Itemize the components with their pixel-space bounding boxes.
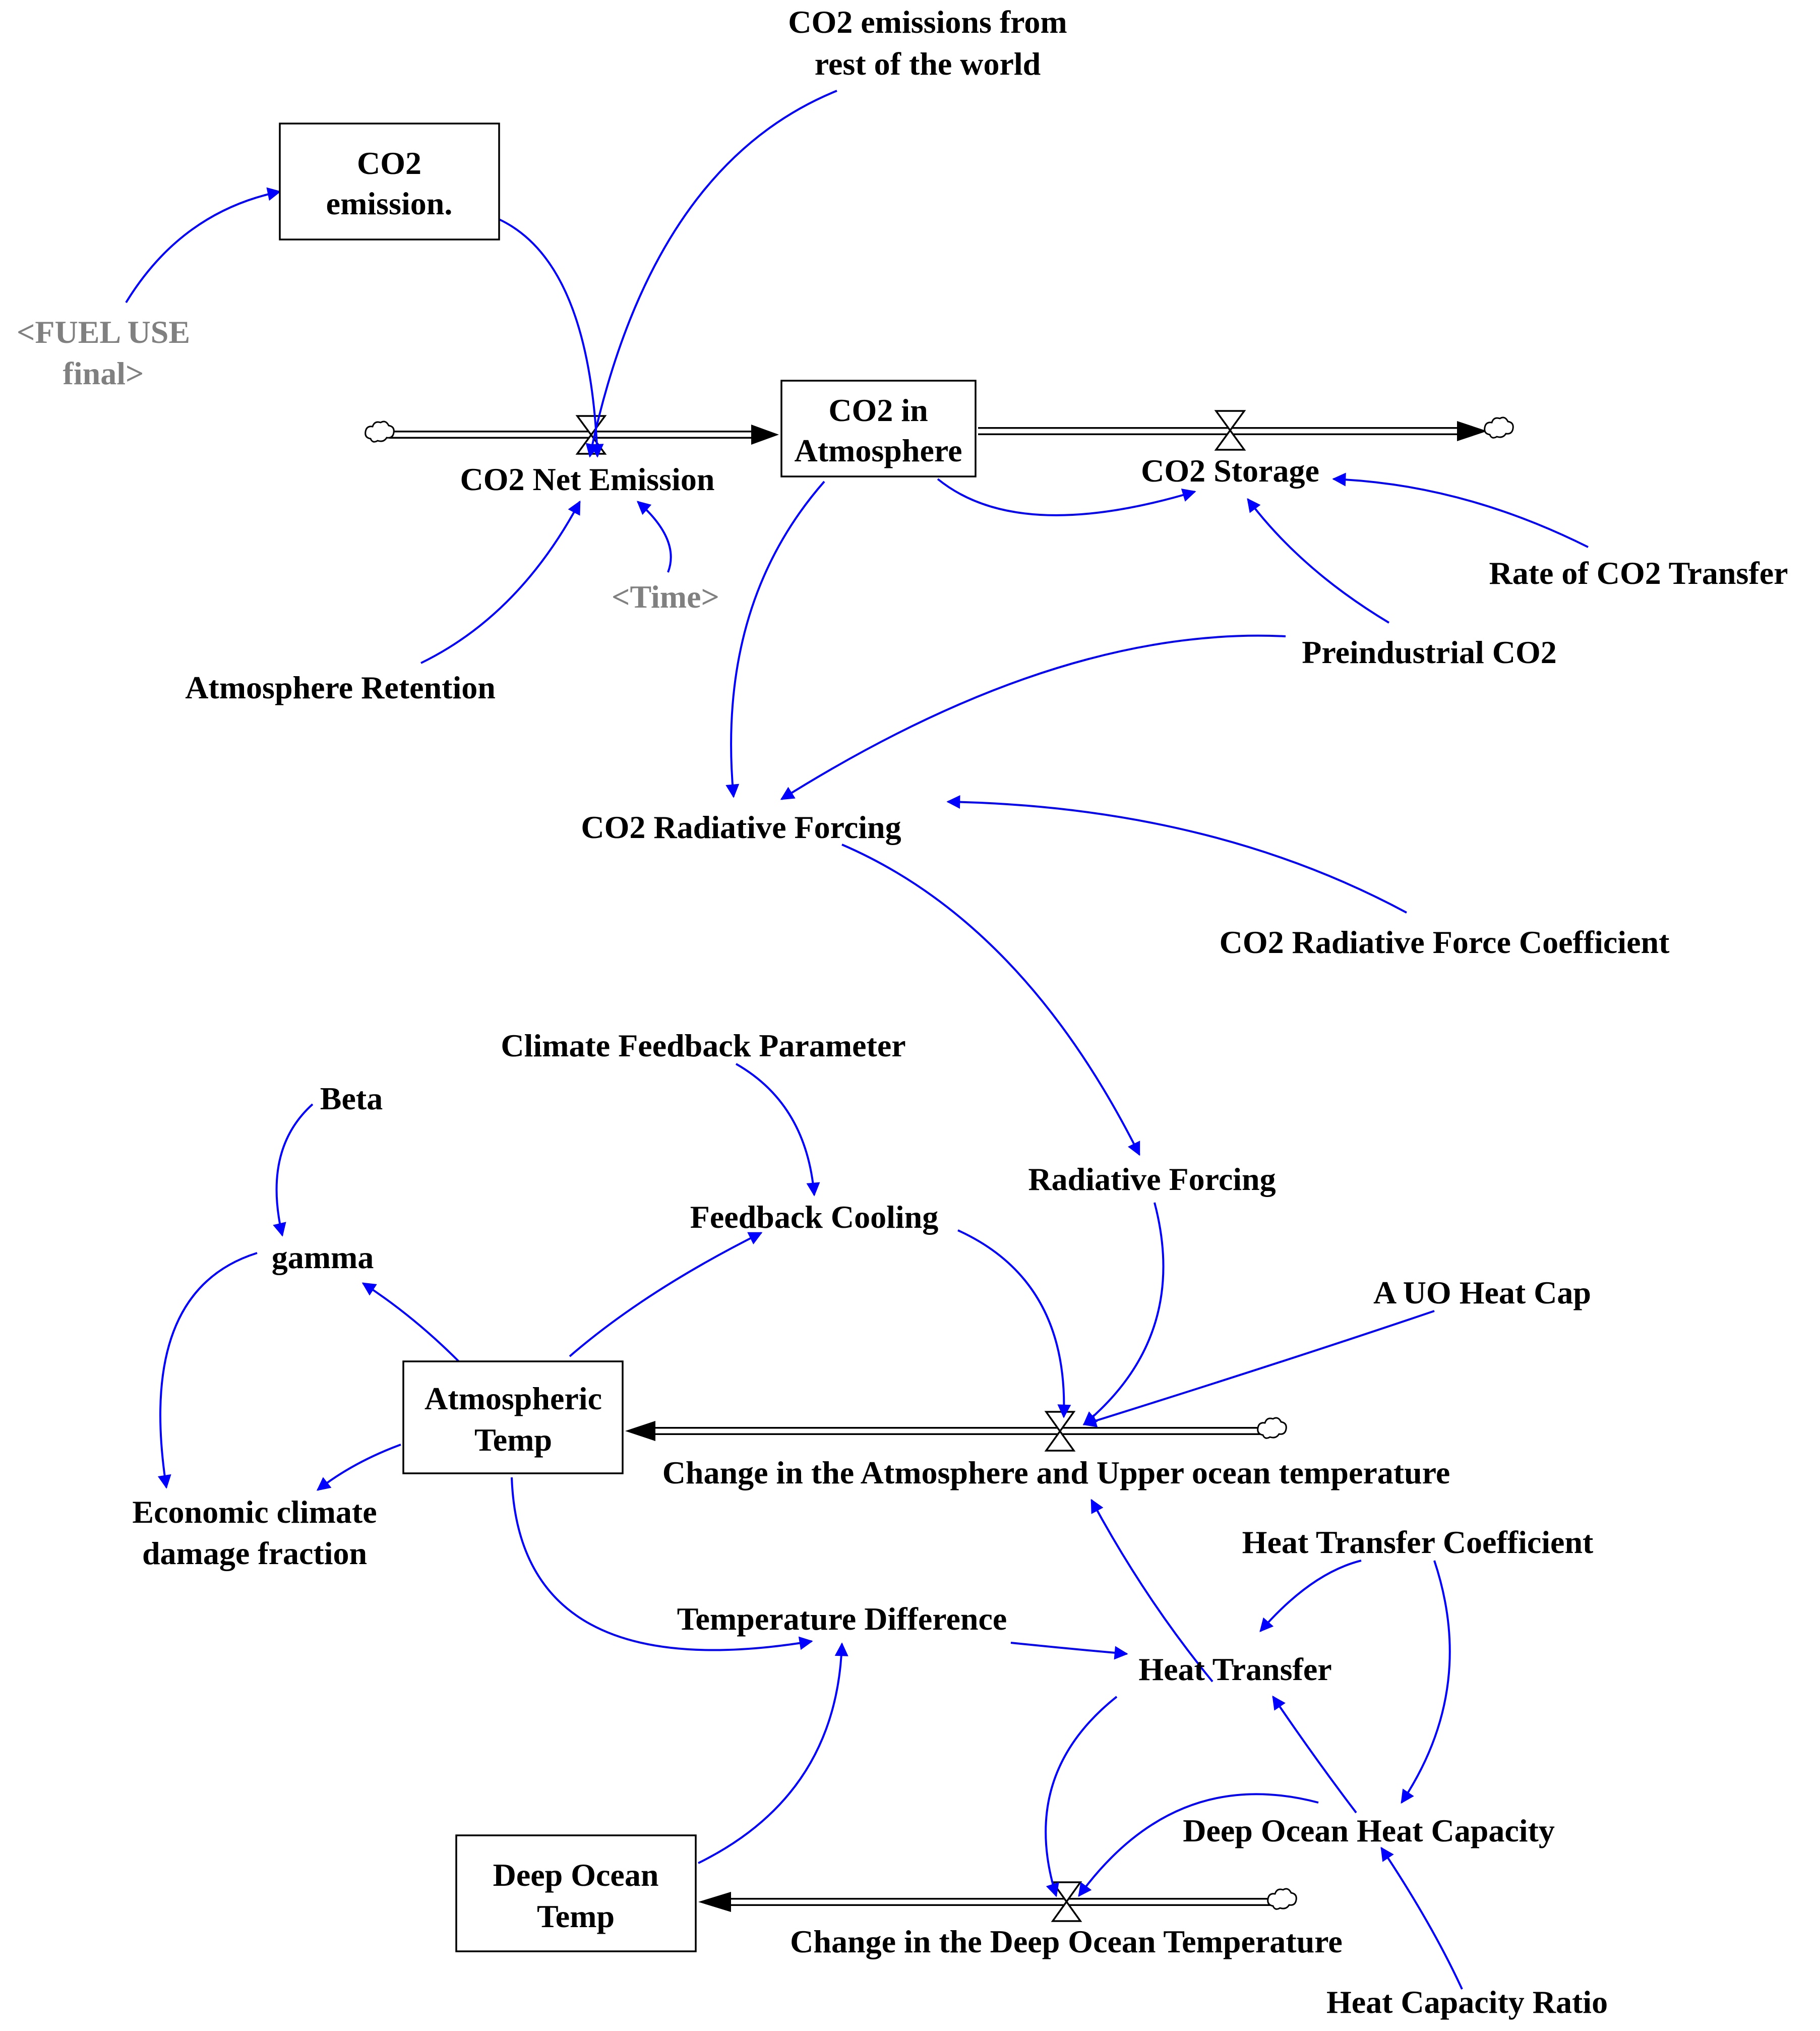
cloud-source-change-atmosphere-icon <box>1257 1417 1287 1439</box>
var-deep-ocean-heat-capacity[interactable]: Deep Ocean Heat Capacity <box>1183 1813 1555 1848</box>
var-rate-of-co2-transfer[interactable]: Rate of CO2 Transfer <box>1489 555 1788 591</box>
var-economic-climate-damage-fraction-2[interactable]: damage fraction <box>142 1535 367 1571</box>
stock-atmospheric-temp-label-1: Atmospheric <box>424 1381 602 1416</box>
flow-label-co2-net-emission[interactable]: CO2 Net Emission <box>460 461 715 497</box>
flow-pipe-co2-net-emission <box>389 425 779 445</box>
var-beta[interactable]: Beta <box>320 1081 383 1116</box>
cloud-sink-co2-storage-icon <box>1484 416 1514 439</box>
var-heat-capacity-ratio[interactable]: Heat Capacity Ratio <box>1326 1984 1608 2020</box>
stock-co2-emission-label-2: emission. <box>326 186 453 221</box>
flow-label-co2-storage[interactable]: CO2 Storage <box>1141 453 1319 489</box>
var-preindustrial-co2[interactable]: Preindustrial CO2 <box>1302 634 1557 670</box>
stock-co2-emission[interactable]: CO2 emission. <box>279 123 500 241</box>
stock-deep-ocean-temp-label-1: Deep Ocean <box>493 1857 659 1893</box>
valve-change-deep-ocean-icon[interactable] <box>1051 1881 1082 1922</box>
shadow-var-fuel-use-final-1[interactable]: <FUEL USE <box>17 314 190 350</box>
stock-deep-ocean-temp-label-2: Temp <box>537 1898 615 1934</box>
flow-pipe-change-deep-ocean <box>698 1892 1273 1912</box>
var-gamma[interactable]: gamma <box>272 1239 374 1275</box>
var-economic-climate-damage-fraction-1[interactable]: Economic climate <box>132 1494 377 1530</box>
var-co2-emissions-rest-world-1[interactable]: CO2 emissions from <box>788 4 1067 40</box>
shadow-var-fuel-use-final-2[interactable]: final> <box>63 355 144 391</box>
var-feedback-cooling[interactable]: Feedback Cooling <box>690 1199 938 1235</box>
cloud-source-change-deep-ocean-icon <box>1267 1888 1297 1910</box>
stock-co2-emission-label-1: CO2 <box>357 145 421 181</box>
stock-atmospheric-temp-label-2: Temp <box>474 1422 552 1458</box>
stock-co2-in-atmosphere[interactable]: CO2 in Atmosphere <box>780 380 977 477</box>
var-temperature-difference[interactable]: Temperature Difference <box>677 1601 1007 1637</box>
var-co2-emissions-rest-world-2[interactable]: rest of the world <box>815 46 1041 82</box>
flow-pipe-co2-storage <box>978 421 1487 441</box>
var-climate-feedback-parameter[interactable]: Climate Feedback Parameter <box>501 1028 905 1063</box>
stock-deep-ocean-temp[interactable]: Deep Ocean Temp <box>455 1834 697 1952</box>
var-atmosphere-retention[interactable]: Atmosphere Retention <box>185 670 496 705</box>
stock-co2-in-atmosphere-label-1: CO2 in <box>828 392 928 428</box>
var-radiative-forcing[interactable]: Radiative Forcing <box>1028 1161 1276 1197</box>
causal-links <box>125 90 1589 1990</box>
valve-co2-storage-icon[interactable] <box>1214 410 1246 451</box>
var-a-uo-heat-cap[interactable]: A UO Heat Cap <box>1373 1275 1591 1310</box>
stock-co2-in-atmosphere-label-2: Atmosphere <box>795 433 962 468</box>
stock-atmospheric-temp[interactable]: Atmospheric Temp <box>402 1360 624 1474</box>
flow-pipe-change-atmosphere <box>625 1421 1260 1441</box>
flow-label-change-atmosphere-upper-ocean[interactable]: Change in the Atmosphere and Upper ocean… <box>662 1455 1450 1490</box>
flow-label-change-deep-ocean[interactable]: Change in the Deep Ocean Temperature <box>790 1924 1343 1959</box>
var-co2-radiative-forcing[interactable]: CO2 Radiative Forcing <box>581 809 901 845</box>
var-heat-transfer-coefficient[interactable]: Heat Transfer Coefficient <box>1242 1524 1594 1560</box>
var-heat-transfer[interactable]: Heat Transfer <box>1138 1651 1331 1687</box>
cloud-source-co2-net-emission-icon <box>365 421 395 443</box>
var-co2-radiative-force-coefficient[interactable]: CO2 Radiative Force Coefficient <box>1220 924 1670 960</box>
shadow-var-time[interactable]: <Time> <box>612 579 719 615</box>
